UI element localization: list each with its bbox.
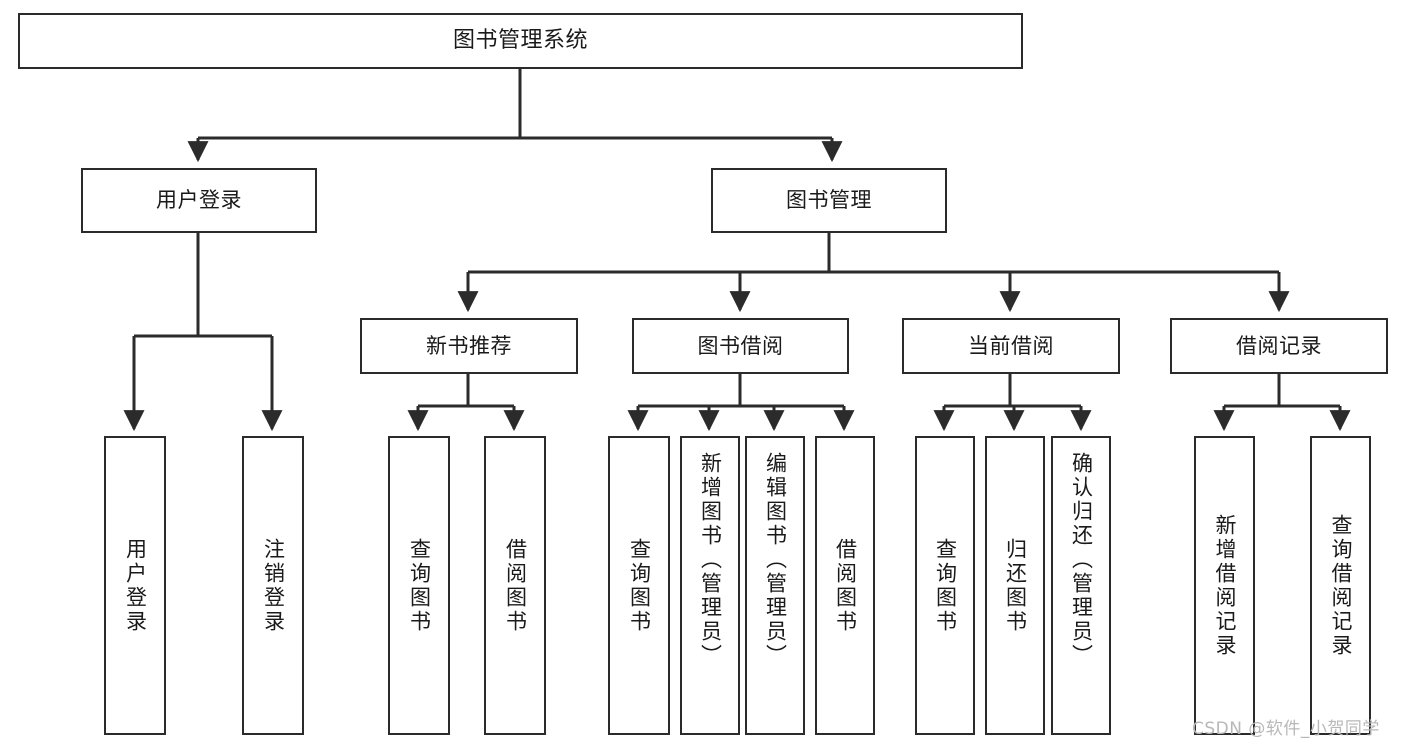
node-new-book-recommend[interactable]: 新书推荐 bbox=[360, 318, 578, 374]
leaf-borrow-edit-book-admin[interactable]: 编辑图书（管理员） bbox=[745, 436, 805, 735]
node-book-borrow-label: 图书借阅 bbox=[697, 333, 784, 358]
leaf-user-login-logout-label: 注销登录 bbox=[261, 537, 286, 634]
node-current-borrow[interactable]: 当前借阅 bbox=[902, 318, 1120, 374]
leaf-borrow-add-book-admin[interactable]: 新增图书（管理员） bbox=[680, 436, 740, 735]
leaf-record-add-record[interactable]: 新增借阅记录 bbox=[1194, 436, 1255, 735]
leaf-current-query-book[interactable]: 查询图书 bbox=[915, 436, 975, 735]
node-current-borrow-label: 当前借阅 bbox=[968, 333, 1054, 358]
node-borrow-record-label: 借阅记录 bbox=[1236, 333, 1322, 358]
leaf-borrow-borrow-book[interactable]: 借阅图书 bbox=[815, 436, 875, 735]
leaf-record-query-record-label: 查询借阅记录 bbox=[1329, 513, 1353, 658]
node-book-management-label: 图书管理 bbox=[786, 188, 872, 213]
node-root-label: 图书管理系统 bbox=[452, 28, 588, 54]
leaf-borrow-query-book-label: 查询图书 bbox=[627, 537, 652, 634]
leaf-current-return-book[interactable]: 归还图书 bbox=[985, 436, 1045, 735]
leaf-borrow-add-book-admin-label: 新增图书（管理员） bbox=[698, 452, 723, 668]
node-user-login-label: 用户登录 bbox=[156, 188, 242, 213]
leaf-current-query-book-label: 查询图书 bbox=[933, 537, 958, 634]
node-root[interactable]: 图书管理系统 bbox=[18, 13, 1023, 69]
leaf-recommend-borrow-book-label: 借阅图书 bbox=[503, 537, 528, 634]
node-book-borrow[interactable]: 图书借阅 bbox=[632, 318, 849, 374]
node-new-book-recommend-label: 新书推荐 bbox=[426, 333, 512, 358]
leaf-user-login-login[interactable]: 用户登录 bbox=[104, 436, 166, 735]
leaf-recommend-query-book-label: 查询图书 bbox=[407, 537, 432, 634]
leaf-current-confirm-return-admin[interactable]: 确认归还（管理员） bbox=[1051, 436, 1111, 735]
node-user-login[interactable]: 用户登录 bbox=[81, 168, 317, 233]
leaf-user-login-logout[interactable]: 注销登录 bbox=[242, 436, 304, 735]
leaf-borrow-query-book[interactable]: 查询图书 bbox=[608, 436, 670, 735]
leaf-borrow-borrow-book-label: 借阅图书 bbox=[833, 537, 858, 634]
node-borrow-record[interactable]: 借阅记录 bbox=[1170, 318, 1388, 374]
node-book-management[interactable]: 图书管理 bbox=[711, 168, 947, 233]
watermark-text: CSDN @软件_小贺同学 bbox=[1192, 719, 1380, 739]
leaf-recommend-query-book[interactable]: 查询图书 bbox=[388, 436, 450, 735]
leaf-record-add-record-label: 新增借阅记录 bbox=[1213, 513, 1237, 658]
leaf-current-return-book-label: 归还图书 bbox=[1003, 537, 1028, 634]
leaf-user-login-login-label: 用户登录 bbox=[123, 537, 148, 634]
leaf-borrow-edit-book-admin-label: 编辑图书（管理员） bbox=[763, 452, 788, 668]
leaf-current-confirm-return-admin-label: 确认归还（管理员） bbox=[1069, 452, 1094, 668]
leaf-recommend-borrow-book[interactable]: 借阅图书 bbox=[484, 436, 546, 735]
leaf-record-query-record[interactable]: 查询借阅记录 bbox=[1310, 436, 1371, 735]
